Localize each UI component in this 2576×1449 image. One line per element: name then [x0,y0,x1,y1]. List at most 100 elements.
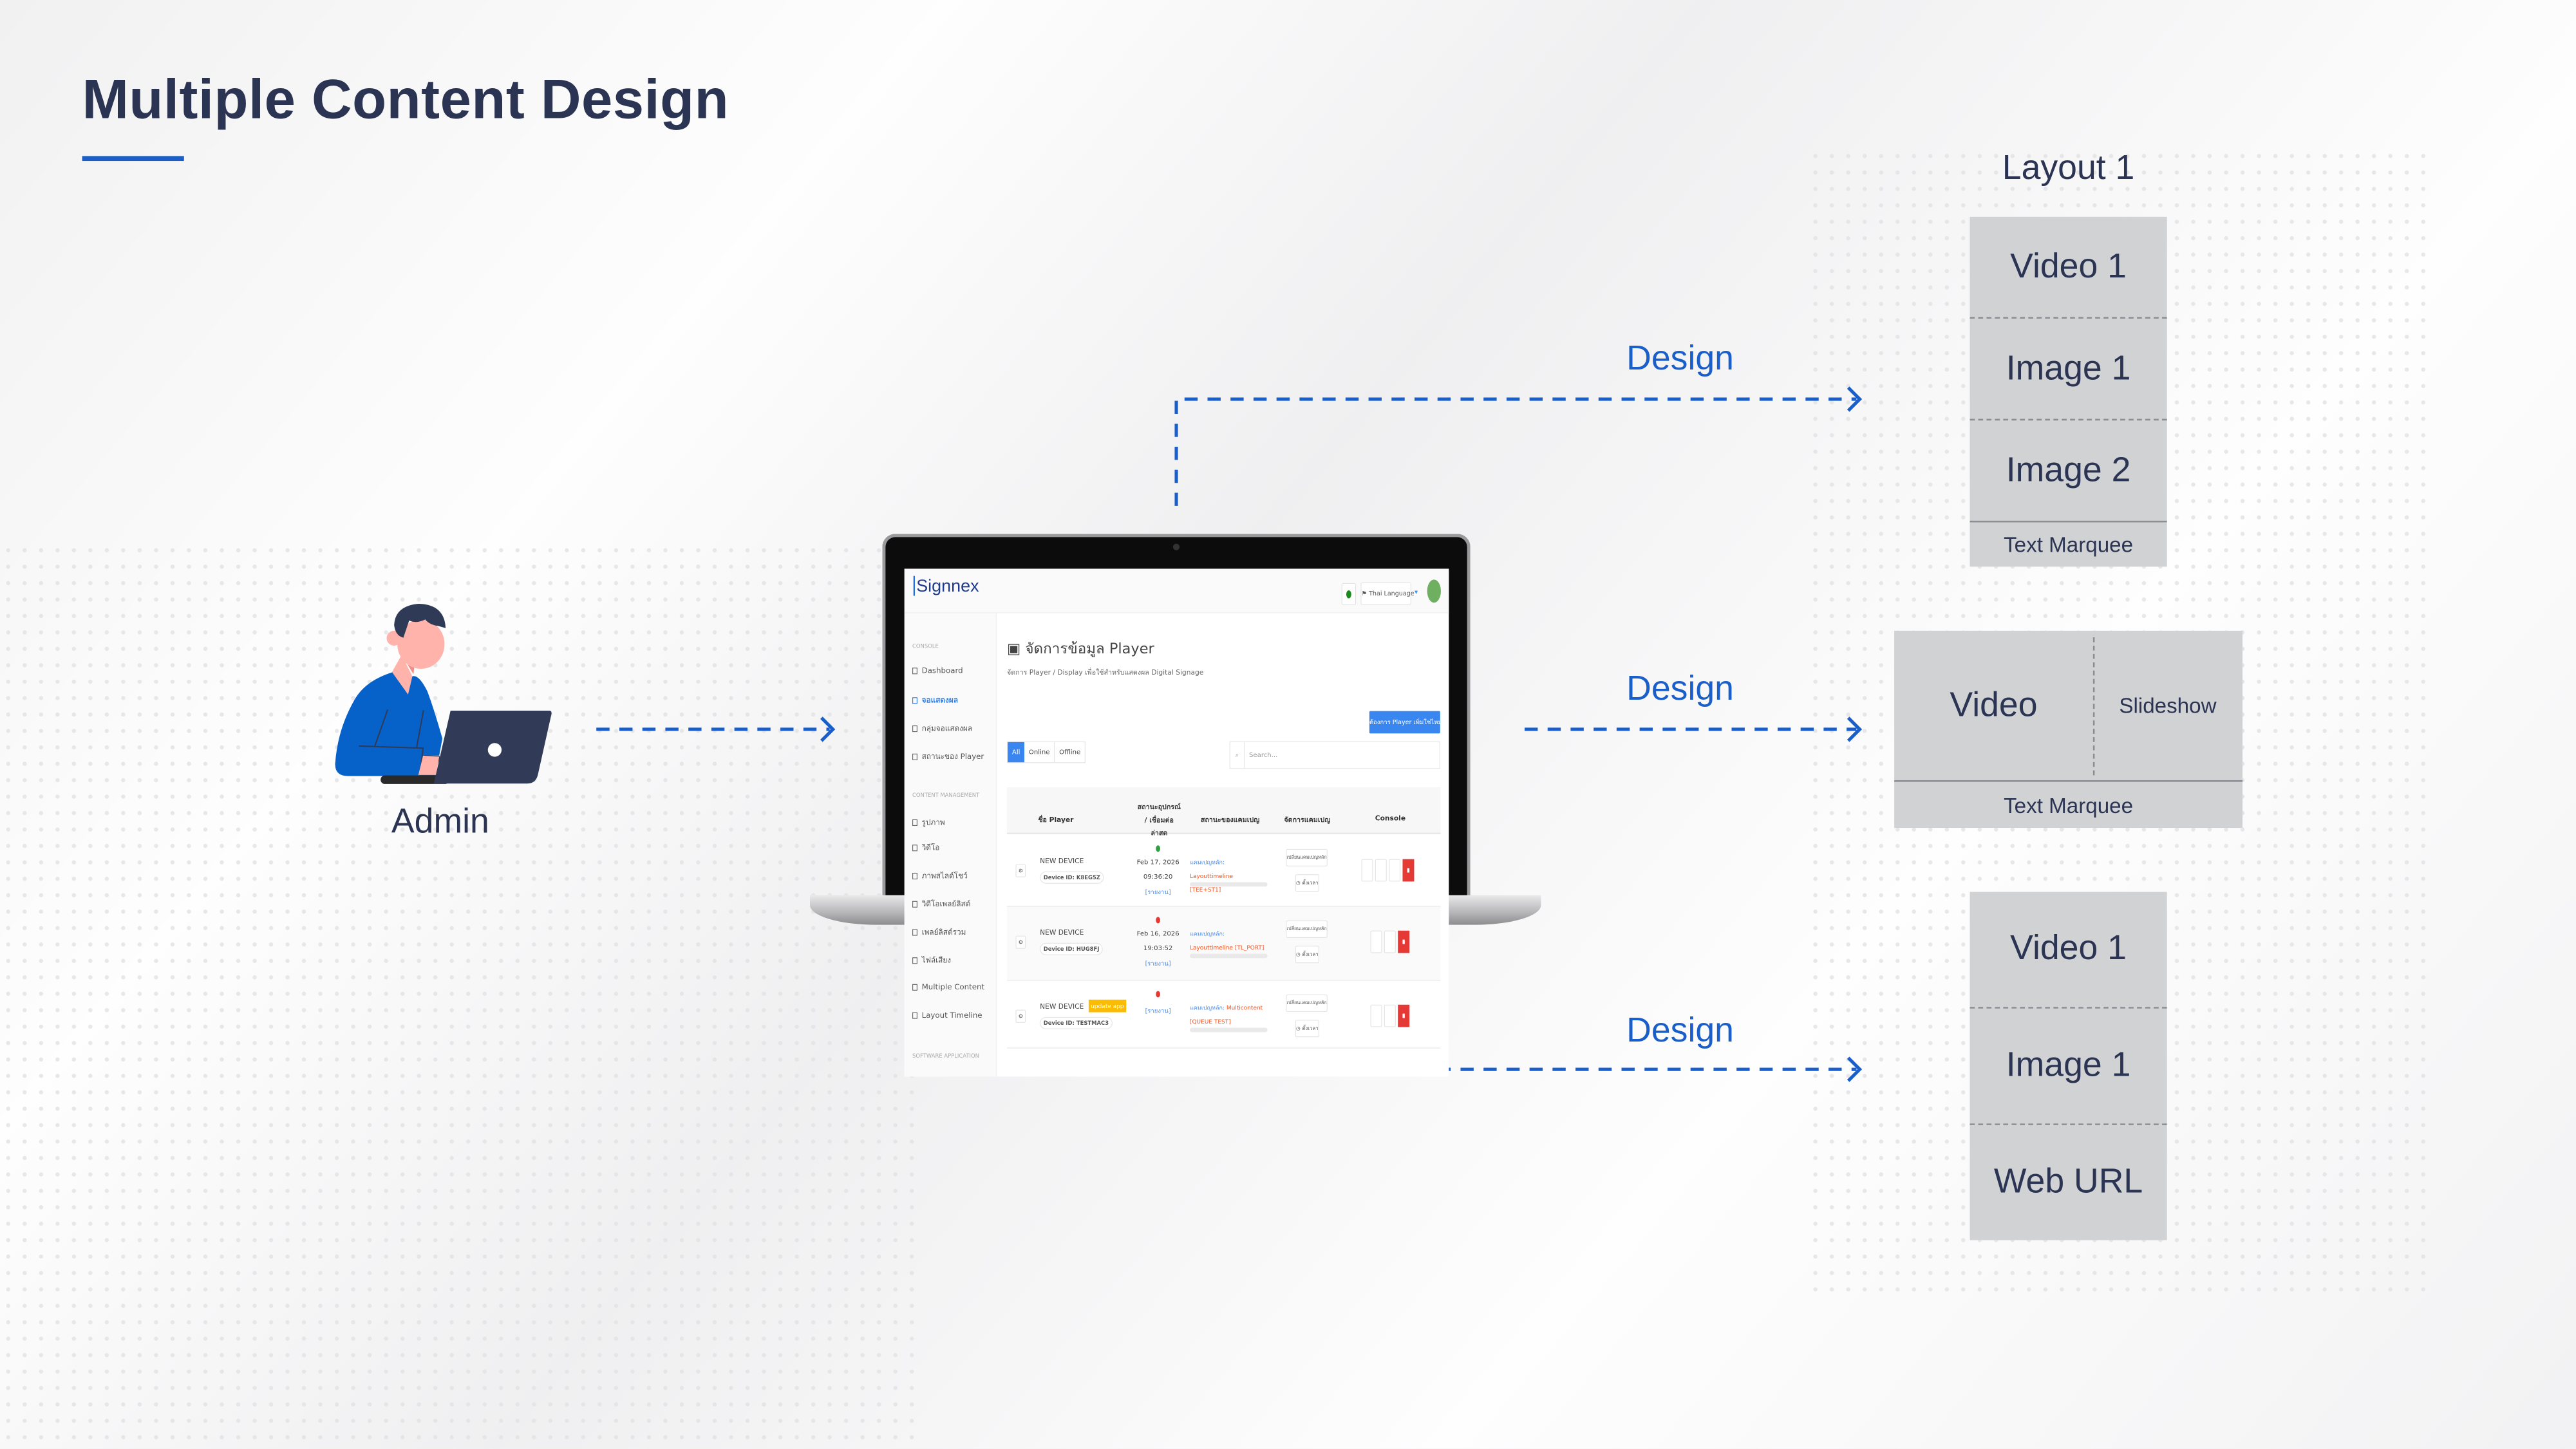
console-info-icon[interactable] [1388,859,1400,882]
sidebar-item-dashboard[interactable]: Dashboard [912,666,963,675]
column-header-manage-campaign: จัดการแคมเปญ [1283,816,1330,824]
change-campaign-button[interactable]: เปลี่ยนแคมเปญหลัก [1285,995,1327,1012]
update-app-badge[interactable]: update app [1088,999,1126,1013]
console-delete-icon[interactable]: ▮ [1402,859,1414,882]
settings-gear-icon[interactable]: ⚙ [1015,935,1026,949]
sidebar-item-playlists[interactable]: เพลย์ลิสต์รวม [912,926,966,939]
app-logo: Signnex [912,575,979,596]
language-select[interactable]: ⚑ Thai Language [1360,582,1414,605]
sidebar-item-display-groups[interactable]: กลุ่มจอแสดงผล [912,723,972,735]
player-icon: ▣ [1006,640,1025,657]
camera-icon [1172,543,1180,550]
sidebar-item-displays[interactable]: จอแสดงผล [912,695,957,707]
sidebar-section-content: CONTENT MANAGEMENT [912,792,979,799]
console-delete-icon[interactable]: ▮ [1397,930,1409,953]
filter-offline[interactable]: Offline [1058,748,1080,756]
column-header-name: ชื่อ Player [1037,816,1073,824]
sidebar-item-slideshows[interactable]: ภาพสไลด์โชว์ [912,870,967,882]
arrowhead-icon [820,716,836,742]
region-slideshow: Slideshow [2119,693,2217,718]
arrowhead-icon [1847,1056,1863,1082]
console-fullscreen-icon[interactable] [1360,859,1373,882]
console-device-icon[interactable] [1375,859,1387,882]
region-text-marquee: Text Marquee [1894,780,2243,828]
status-dot-icon [1155,845,1160,852]
campaign-status: แคมเปญหลัก: Layouttimeline [TL_PORT] [1189,930,1264,951]
table-header [1006,787,1440,834]
report-link[interactable]: [รายงาน] [1144,888,1170,896]
sidebar-item-layout-timeline[interactable]: Layout Timeline [912,1011,982,1020]
main-page-title: ▣ จัดการข้อมูล Player [1006,640,1154,657]
chevron-down-icon[interactable]: ▼ [1414,590,1418,595]
filter-online[interactable]: Online [1024,742,1055,763]
region-text-marquee: Text Marquee [1970,520,2167,566]
layout-3: Video 1 Image 1 Web URL [1970,892,2167,1240]
status-button[interactable] [1340,583,1356,605]
device-id-badge: Device ID: HUG8FJ [1039,942,1103,955]
language-label: Thai Language [1368,590,1414,597]
title-underline [82,156,184,162]
last-seen-time: 09:36:20 [1143,872,1172,881]
player-name: NEW DEVICE [1039,857,1084,865]
report-link[interactable]: [รายงาน] [1144,1007,1170,1015]
settings-gear-icon[interactable]: ⚙ [1015,864,1026,877]
add-player-button[interactable]: ต้องการ Player เพิ่มใช่ไหม?! [1369,711,1447,734]
console-delete-icon[interactable]: ▮ [1397,1004,1409,1027]
column-header-device-status: สถานะอุปกรณ์ / เชื่อมต่อล่าสุด [1136,803,1181,837]
player-name: NEW DEVICE [1039,928,1084,937]
schedule-button[interactable]: ◷ ตั้งเวลา [1295,874,1319,892]
campaign-status: แคมเปญหลัก: Layouttimeline [TEE+ST1] [1189,859,1233,893]
status-dot-icon [1155,917,1160,924]
sidebar-item-images[interactable]: รูปภาพ [912,816,945,828]
change-campaign-button[interactable]: เปลี่ยนแคมเปญหลัก [1285,921,1327,938]
campaign-progress-bar [1189,882,1267,887]
campaign-progress-bar [1189,953,1267,958]
user-avatar[interactable] [1426,579,1441,603]
sidebar-item-video-playlists[interactable]: วิดีโอเพลย์ลิสต์ [912,898,970,910]
column-header-campaign-status: สถานะของแคมเปญ [1200,816,1259,824]
arrowhead-icon [1847,716,1863,742]
app-header [903,568,1449,613]
campaign-status: แคมเปญหลัก: Multicontent [QUEUE TEST] [1189,1004,1263,1025]
campaign-progress-bar [1189,1027,1267,1033]
region-divider [2092,637,2095,776]
sidebar-item-multiple-content[interactable]: Multiple Content [912,983,984,991]
search-input[interactable]: ⌕Search... [1228,741,1440,769]
player-name: NEW DEVICE [1039,1002,1084,1011]
sidebar-item-player-status[interactable]: สถานะของ Player [912,751,983,763]
console-info-icon[interactable] [1384,1004,1396,1027]
console-info-icon[interactable] [1384,930,1396,953]
table-row [1006,980,1440,1049]
status-filter: All Online Offline [1006,741,1086,763]
admin-label: Admin [391,803,489,841]
region-video-1: Video 1 [2010,247,2127,285]
change-campaign-button[interactable]: เปลี่ยนแคมเปญหลัก [1285,848,1327,866]
search-icon: ⌕ [1230,742,1245,769]
filter-all[interactable]: All [1007,742,1024,763]
last-seen-date: Feb 17, 2026 [1136,858,1179,866]
layout-2: Video Slideshow Text Marquee [1894,630,2243,828]
last-seen-date: Feb 16, 2026 [1136,930,1179,938]
console-device-icon[interactable] [1369,930,1382,953]
schedule-button[interactable]: ◷ ตั้งเวลา [1295,946,1319,964]
design-label-top: Design [1626,340,1735,378]
sidebar-item-audio[interactable]: ไฟล์เสียง [912,955,950,967]
console-device-icon[interactable] [1369,1004,1382,1027]
design-label-bottom: Design [1626,1011,1735,1050]
signnex-app-screenshot: Signnex ⚑ Thai Language ▼ CONSOLE Dashbo… [895,554,1462,1085]
region-video-1: Video 1 [2010,930,2127,968]
settings-gear-icon[interactable]: ⚙ [1015,1009,1026,1023]
layout-1: Video 1 Image 1 Image 2 Text Marquee [1970,216,2167,567]
schedule-button[interactable]: ◷ ตั้งเวลา [1295,1020,1319,1038]
sidebar-section-console: CONSOLE [912,642,939,650]
region-image-1: Image 1 [1970,1007,2167,1123]
column-header-console: Console [1374,814,1406,823]
design-label-middle: Design [1626,670,1735,708]
arrowhead-icon [1847,386,1863,412]
sidebar-item-videos[interactable]: วิดีโอ [912,842,939,854]
device-id-badge: Device ID: TESTMAC3 [1039,1016,1112,1029]
last-seen-time: 19:03:52 [1143,944,1172,952]
device-id-badge: Device ID: K8EG5Z [1039,871,1104,884]
report-link[interactable]: [รายงาน] [1144,960,1170,968]
